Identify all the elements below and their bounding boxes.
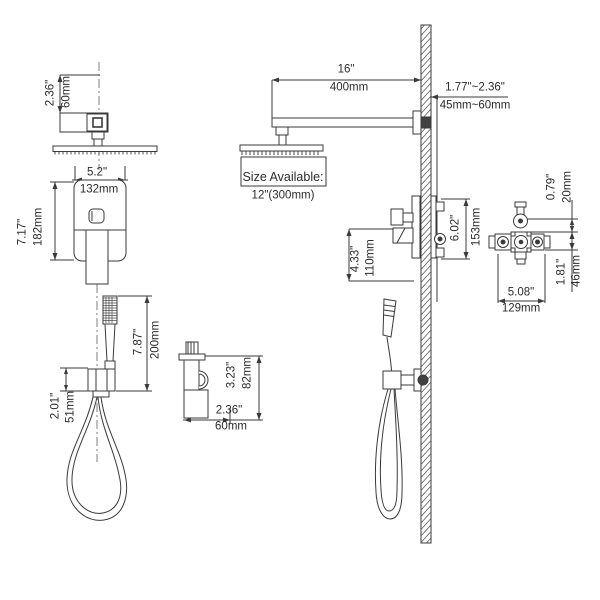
- shower-hose: [66, 396, 127, 521]
- valve-handle: [85, 229, 109, 285]
- spout: [392, 227, 414, 244]
- wall-section: [420, 24, 432, 544]
- dim-bottom-offset-mm: 46mm: [570, 255, 583, 287]
- dim-bracket-depth-mm: 60mm: [215, 420, 247, 433]
- dim-bracket-depth-inch: 2.36": [215, 404, 243, 417]
- dim-top-offset-mm: 20mm: [561, 171, 574, 203]
- dim-ceiling-drop-mm: 60mm: [60, 76, 73, 108]
- rough-in-body-side: [430, 195, 437, 259]
- arm-pipe-in-wall: [420, 116, 432, 129]
- dim-ceiling-drop-inch: 2.36": [44, 79, 57, 107]
- shower-arm: [271, 117, 422, 128]
- handheld-shower-side: [374, 298, 429, 520]
- ceiling-shower-head: [52, 112, 158, 155]
- diverter-button: [88, 208, 105, 224]
- dim-holder-height-mm: 51mm: [64, 391, 77, 423]
- handshower-spray-face: [103, 297, 117, 323]
- dim-wall-depth-inch: 1.77"~2.36": [445, 81, 505, 94]
- dim-wand-length-inch: 7.87": [132, 328, 145, 356]
- dim-bracket-height-mm: 82mm: [241, 357, 254, 389]
- dim-valve-height-mm: 153mm: [470, 207, 483, 247]
- dim-top-offset-inch: 0.79": [545, 173, 558, 201]
- handheld-shower-front: [66, 295, 127, 521]
- rough-in-valve: [488, 201, 551, 265]
- dim-trim-height-mm: 110mm: [364, 239, 377, 277]
- mixer-valve-side: [390, 195, 446, 259]
- size-available-box: [240, 156, 327, 187]
- dim-bracket-height-inch: 3.23": [225, 361, 238, 389]
- dim-arm-length-inch: 16": [337, 63, 355, 76]
- wall-outlet-elbow: [382, 370, 402, 390]
- dim-valve-width-inch: 5.08": [507, 286, 535, 299]
- size-available-value: 12"(300mm): [251, 189, 315, 202]
- size-available-label: Size Available:: [242, 169, 324, 184]
- wall-anchor: [417, 374, 429, 386]
- dim-holder-height-inch: 2.01": [49, 392, 62, 420]
- dim-mixer-height-mm: 182mm: [32, 207, 45, 247]
- spray-nozzles: [241, 151, 319, 155]
- dim-trim-height-inch: 4.33": [349, 245, 362, 273]
- dim-wand-length-mm: 200mm: [149, 320, 162, 360]
- wall-outlet-holder: [87, 368, 116, 392]
- spray-nozzles: [54, 151, 156, 155]
- handle-knob: [390, 208, 404, 226]
- mixer-valve-front: [73, 179, 127, 285]
- dim-valve-height-inch: 6.02": [449, 214, 462, 242]
- dim-mixer-width-inch: 5.2": [86, 166, 108, 179]
- bottom-port: [514, 251, 527, 260]
- bracket-hook: [198, 370, 209, 390]
- dim-wall-depth-mm: 45mm~60mm: [439, 99, 511, 112]
- dim-valve-width-mm: 129mm: [501, 302, 541, 315]
- rain-shower-head: [239, 144, 324, 152]
- trim-plate: [411, 195, 421, 259]
- dim-bottom-offset-inch: 1.81": [555, 258, 568, 286]
- handshower-wand: [382, 298, 397, 338]
- arm-flange: [412, 110, 422, 135]
- wall-shower-arm: [239, 110, 432, 187]
- dim-mixer-height-inch: 7.17": [16, 218, 29, 246]
- dim-arm-length-mm: 400mm: [329, 81, 369, 94]
- holder-bracket-detail: [178, 341, 209, 419]
- dimension-lines: [50, 74, 578, 424]
- dim-mixer-width-mm: 132mm: [79, 183, 119, 196]
- shower-hose: [374, 388, 403, 520]
